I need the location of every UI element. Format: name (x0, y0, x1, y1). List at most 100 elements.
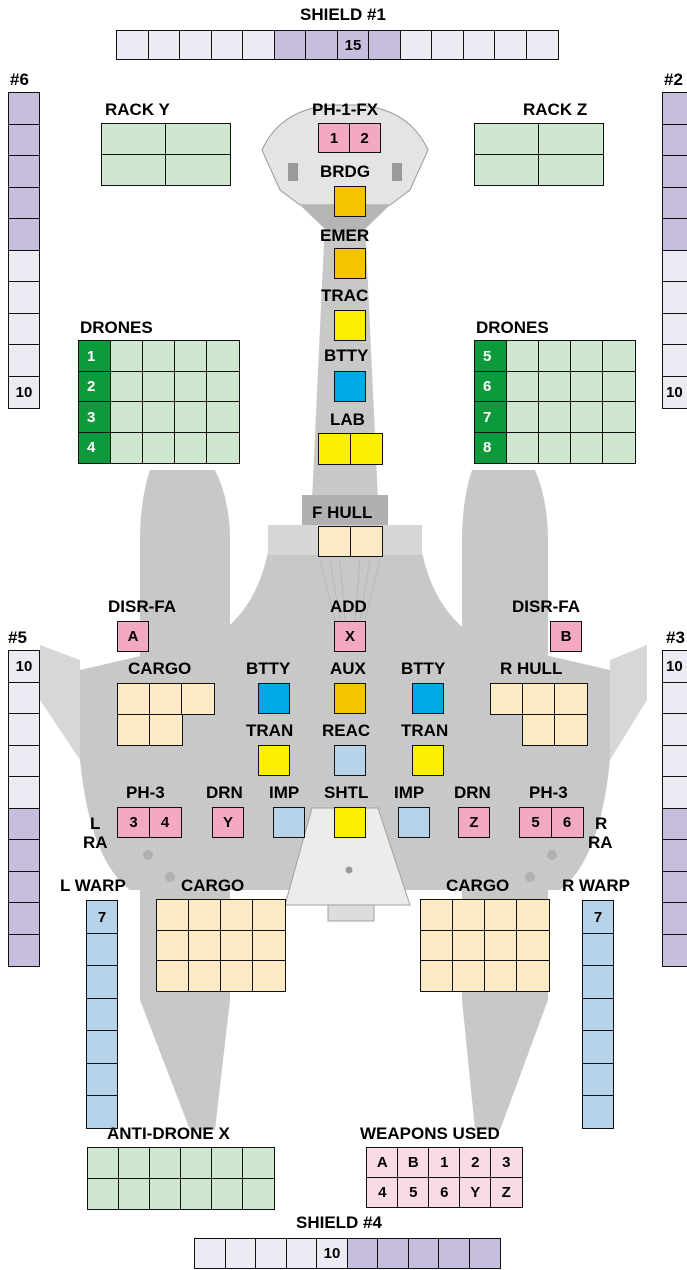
rack-z-box[interactable] (538, 154, 604, 186)
l-warp-box[interactable] (86, 965, 118, 999)
cargo-box[interactable] (452, 960, 486, 992)
r-warp-box[interactable] (582, 933, 614, 967)
shield-1-box[interactable] (148, 30, 181, 60)
drone-box[interactable] (506, 371, 540, 403)
shield-5-box-10[interactable]: 10 (8, 650, 40, 683)
shield-6-box[interactable] (8, 313, 40, 346)
drone-box[interactable] (174, 371, 208, 403)
rack-z-box[interactable] (538, 123, 604, 155)
drone-box[interactable] (570, 340, 604, 372)
shield-2-box[interactable] (662, 92, 687, 125)
drone-id-4[interactable]: 4 (78, 432, 112, 464)
ph3-box-4[interactable]: 4 (149, 807, 182, 838)
shield-2-box-10[interactable]: 10 (662, 376, 687, 409)
r-hull-box[interactable] (554, 714, 588, 746)
drone-box[interactable] (206, 401, 240, 433)
shield-1-box[interactable] (494, 30, 527, 60)
drone-id-7[interactable]: 7 (474, 401, 508, 433)
cargo-box[interactable] (452, 930, 486, 962)
rack-y-box[interactable] (101, 154, 167, 186)
shield-6-box[interactable] (8, 218, 40, 251)
cargo-box[interactable] (420, 899, 454, 931)
shield-1-box[interactable] (242, 30, 275, 60)
btty-right-box[interactable] (412, 683, 444, 714)
drone-box[interactable] (110, 432, 144, 464)
shield-3-box[interactable] (662, 871, 687, 904)
rack-y-box[interactable] (165, 123, 231, 155)
shield-3-box[interactable] (662, 776, 687, 809)
lab-box[interactable] (318, 433, 351, 465)
shield-3-box-10[interactable]: 10 (662, 650, 687, 683)
shield-6-box[interactable] (8, 155, 40, 188)
r-hull-box[interactable] (522, 683, 556, 715)
drone-box[interactable] (142, 371, 176, 403)
cargo-box[interactable] (516, 899, 550, 931)
shield-5-box[interactable] (8, 776, 40, 809)
anti-drone-box[interactable] (149, 1178, 182, 1210)
anti-drone-box[interactable] (87, 1178, 120, 1210)
anti-drone-box[interactable] (149, 1147, 182, 1179)
r-warp-box-7[interactable]: 7 (582, 900, 614, 934)
shield-4-box[interactable] (377, 1238, 409, 1269)
rack-y-box[interactable] (101, 123, 167, 155)
add-box[interactable]: X (334, 621, 366, 652)
ph3-box-5[interactable]: 5 (519, 807, 552, 838)
anti-drone-box[interactable] (118, 1178, 151, 1210)
drone-id-5[interactable]: 5 (474, 340, 508, 372)
shield-5-box[interactable] (8, 934, 40, 967)
drone-box[interactable] (538, 340, 572, 372)
emer-box[interactable] (334, 248, 366, 279)
shield-1-box[interactable] (431, 30, 464, 60)
cargo-box[interactable] (252, 930, 286, 962)
shield-1-box[interactable] (274, 30, 307, 60)
drone-box[interactable] (206, 371, 240, 403)
ph1-box-2[interactable]: 2 (349, 123, 381, 153)
shield-1-box[interactable] (179, 30, 212, 60)
shield-3-box[interactable] (662, 745, 687, 778)
shield-2-box[interactable] (662, 281, 687, 314)
cargo-box[interactable] (516, 960, 550, 992)
cargo-box[interactable] (188, 960, 222, 992)
shield-1-box-15[interactable]: 15 (337, 30, 370, 60)
anti-drone-box[interactable] (180, 1178, 213, 1210)
r-hull-box[interactable] (522, 714, 556, 746)
drn-right-box[interactable]: Z (458, 807, 490, 838)
shield-3-box[interactable] (662, 902, 687, 935)
shield-4-box[interactable] (408, 1238, 440, 1269)
drone-id-3[interactable]: 3 (78, 401, 112, 433)
cargo-box[interactable] (117, 714, 151, 746)
rack-z-box[interactable] (474, 123, 540, 155)
shield-2-box[interactable] (662, 250, 687, 283)
shield-2-box[interactable] (662, 124, 687, 157)
r-warp-box[interactable] (582, 965, 614, 999)
shield-2-box[interactable] (662, 344, 687, 377)
shield-5-box[interactable] (8, 871, 40, 904)
shield-4-box[interactable] (286, 1238, 318, 1269)
drone-box[interactable] (142, 401, 176, 433)
r-hull-box[interactable] (554, 683, 588, 715)
shield-3-box[interactable] (662, 839, 687, 872)
disr-left-box[interactable]: A (117, 621, 149, 652)
cargo-box[interactable] (484, 899, 518, 931)
anti-drone-box[interactable] (211, 1178, 244, 1210)
weapon-used-box[interactable]: 4 (366, 1177, 399, 1208)
cargo-box[interactable] (188, 930, 222, 962)
cargo-box[interactable] (452, 899, 486, 931)
shield-4-box[interactable] (469, 1238, 501, 1269)
l-warp-box[interactable] (86, 933, 118, 967)
drone-id-2[interactable]: 2 (78, 371, 112, 403)
shield-6-box[interactable] (8, 250, 40, 283)
weapon-used-box[interactable]: 2 (459, 1147, 492, 1178)
weapon-used-box[interactable]: Z (490, 1177, 523, 1208)
shield-5-box[interactable] (8, 682, 40, 715)
shield-4-box[interactable] (255, 1238, 287, 1269)
weapon-used-box[interactable]: 1 (428, 1147, 461, 1178)
shield-5-box[interactable] (8, 713, 40, 746)
drone-box[interactable] (206, 340, 240, 372)
cargo-box[interactable] (484, 960, 518, 992)
cargo-box[interactable] (484, 930, 518, 962)
drone-box[interactable] (538, 371, 572, 403)
cargo-box[interactable] (420, 930, 454, 962)
f-hull-box[interactable] (318, 526, 351, 557)
cargo-box[interactable] (220, 899, 254, 931)
